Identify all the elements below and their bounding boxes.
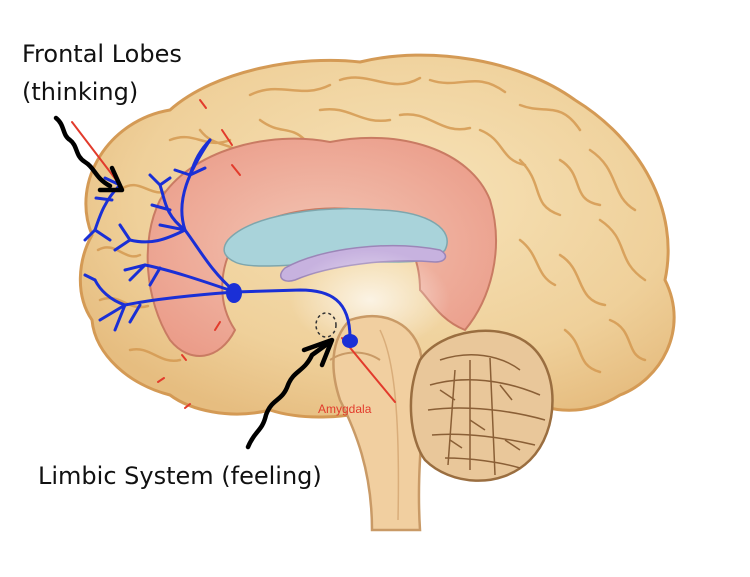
frontal-arrow-head [97,165,125,193]
thalamus-glow [290,250,450,350]
red-annotation-marks [71,99,396,409]
brainstem [332,315,425,532]
amygdala-label: Amygdala [318,402,372,416]
pathway-node-thalamus [226,283,242,303]
limbic-arrow [245,339,333,450]
limbic-arrow-head [301,337,335,368]
brainstem-line [379,329,400,521]
gyri-lines [96,76,647,374]
frontal-arrow [53,115,113,189]
black-arrows [53,115,335,450]
frontal-lobes-sublabel: (thinking) [22,78,138,106]
limbic-system-label: Limbic System (feeling) [38,462,322,490]
frontal-lobes-label: Frontal Lobes [22,40,182,68]
pathway-node-amygdala [342,334,358,348]
amygdala-dashed-marker [315,312,337,338]
cerebellum [409,329,554,482]
